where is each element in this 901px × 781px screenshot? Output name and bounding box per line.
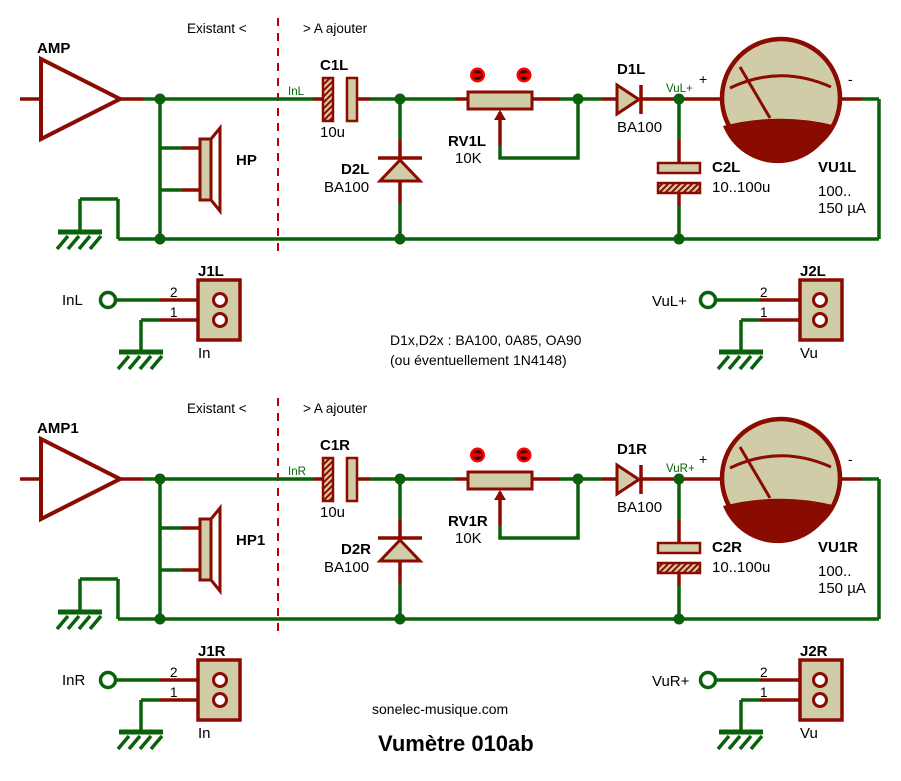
- diode-note-line1: D1x,D2x : BA100, 0A85, OA90: [390, 332, 582, 348]
- ajouter-label: > A ajouter: [303, 401, 368, 416]
- amp-label: AMP1: [37, 420, 79, 437]
- d2-value: BA100: [324, 179, 369, 196]
- j1-name: J1R: [198, 643, 226, 660]
- d2-value: BA100: [324, 559, 369, 576]
- meter-minus-sign: -: [848, 451, 853, 467]
- j2-pin2-number: 2: [760, 665, 768, 680]
- d1-value: BA100: [617, 499, 662, 516]
- meter-range-1: 100..: [818, 563, 851, 580]
- amp-label: AMP: [37, 40, 70, 57]
- meter-plus-sign: +: [699, 71, 707, 87]
- meter-range-1: 100..: [818, 183, 851, 200]
- j2-sublabel: Vu: [800, 345, 818, 362]
- rv-value: 10K: [455, 530, 482, 547]
- j2-net-label: VuR+: [652, 673, 690, 690]
- d2-name: D2L: [341, 161, 369, 178]
- c2-name: C2L: [712, 159, 740, 176]
- existant-label: Existant <: [187, 401, 247, 416]
- rv-name: RV1R: [448, 513, 488, 530]
- j1-pin1-number: 1: [170, 305, 178, 320]
- meter-range-2: 150 µA: [818, 580, 866, 597]
- c1-name: C1R: [320, 437, 350, 454]
- net-vu-label: VuR+: [666, 463, 695, 475]
- channel-right: Existant < > A ajouter AMP1 HP1 InR C1R …: [20, 398, 879, 749]
- existant-label: Existant <: [187, 21, 247, 36]
- c2-value: 10..100u: [712, 179, 770, 196]
- hp-label: HP1: [236, 532, 265, 549]
- rv-value: 10K: [455, 150, 482, 167]
- meter-minus-sign: -: [848, 71, 853, 87]
- ajouter-label: > A ajouter: [303, 21, 368, 36]
- j2-name: J2L: [800, 263, 826, 280]
- d1-name: D1L: [617, 61, 645, 78]
- j2-pin1-number: 1: [760, 305, 768, 320]
- channel-left: Existant < > A ajouter AMP HP InL C1L 10…: [20, 18, 879, 369]
- j1-sublabel: In: [198, 345, 211, 362]
- j1-name: J1L: [198, 263, 224, 280]
- meter-plus-sign: +: [699, 451, 707, 467]
- j1-pin2-number: 2: [170, 665, 178, 680]
- meter-range-2: 150 µA: [818, 200, 866, 217]
- c2-name: C2R: [712, 539, 742, 556]
- rv-name: RV1L: [448, 133, 486, 150]
- diode-note-line2: (ou éventuellement 1N4148): [390, 352, 567, 368]
- c1-value: 10u: [320, 504, 345, 521]
- j1-sublabel: In: [198, 725, 211, 742]
- c1-value: 10u: [320, 124, 345, 141]
- footer-website: sonelec-musique.com: [372, 701, 508, 717]
- meter-name: VU1R: [818, 539, 858, 556]
- c1-name: C1L: [320, 57, 348, 74]
- net-in-label: InL: [288, 86, 305, 98]
- j2-name: J2R: [800, 643, 828, 660]
- d1-value: BA100: [617, 119, 662, 136]
- d2-name: D2R: [341, 541, 371, 558]
- net-in-label: InR: [288, 466, 306, 478]
- j1-pin2-number: 2: [170, 285, 178, 300]
- j2-sublabel: Vu: [800, 725, 818, 742]
- net-vu-label: VuL+: [666, 83, 693, 95]
- schematic-title: Vumètre 010ab: [378, 731, 534, 756]
- j1-pin1-number: 1: [170, 685, 178, 700]
- c2-value: 10..100u: [712, 559, 770, 576]
- j2-net-label: VuL+: [652, 293, 687, 310]
- meter-name: VU1L: [818, 159, 856, 176]
- j1-net-label: InL: [62, 292, 83, 309]
- j1-net-label: InR: [62, 672, 86, 689]
- j2-pin2-number: 2: [760, 285, 768, 300]
- j2-pin1-number: 1: [760, 685, 768, 700]
- d1-name: D1R: [617, 441, 647, 458]
- hp-label: HP: [236, 152, 257, 169]
